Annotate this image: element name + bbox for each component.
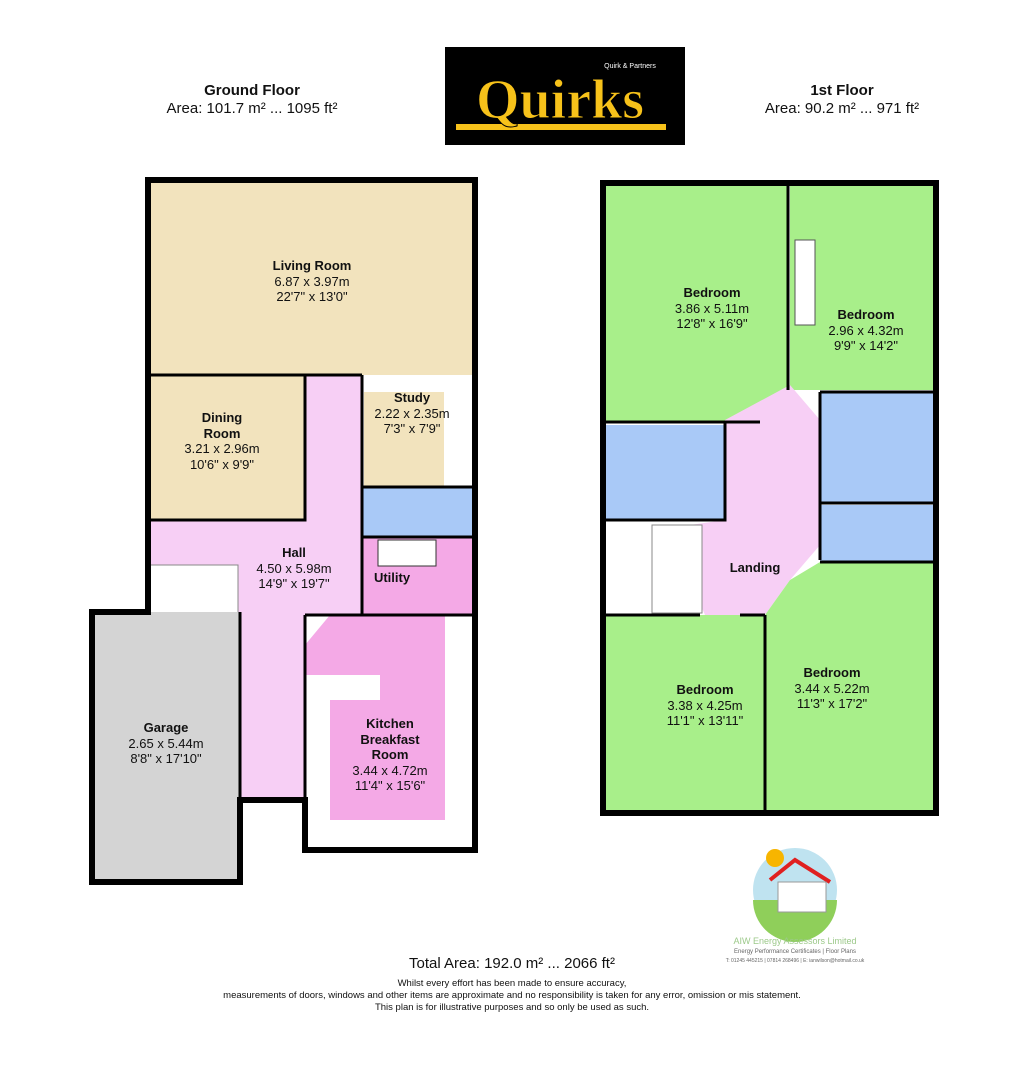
ground-floor-header: Ground Floor Area: 101.7 m² ... 1095 ft²	[167, 82, 338, 118]
quirks-logo: Quirks Quirk & Partners	[445, 47, 685, 145]
landing	[690, 385, 820, 615]
first-floor-area: Area: 90.2 m² ... 971 ft²	[764, 100, 920, 117]
en-suite	[820, 505, 933, 562]
aiw-logo	[753, 848, 837, 942]
disclaimer: Whilst every effort has been made to ens…	[223, 978, 801, 1013]
wc	[362, 487, 475, 537]
ground-floor-plan	[89, 177, 478, 885]
first-floor-plan	[600, 180, 939, 816]
dining-room	[148, 375, 305, 520]
assessor-name: AIW Energy Assessors Limited	[733, 936, 857, 946]
stairs-upper	[651, 524, 703, 614]
stairs	[149, 564, 239, 614]
bedroom-1	[605, 185, 788, 422]
first-floor-header: 1st Floor Area: 90.2 m² ... 971 ft²	[765, 82, 919, 118]
svg-text:Quirk & Partners: Quirk & Partners	[604, 63, 656, 70]
bedroom-3	[605, 615, 765, 810]
total-area: Total Area: 192.0 m² ... 2066 ft²	[409, 955, 615, 972]
living-room	[148, 180, 475, 375]
assessor-services: Energy Performance Certificates | Floor …	[734, 949, 856, 955]
garage	[92, 612, 240, 882]
room-label: Utility	[373, 570, 411, 585]
first-floor-title: 1st Floor	[810, 82, 874, 99]
ground-floor-area: Area: 101.7 m² ... 1095 ft²	[166, 100, 338, 117]
assessor-contact: T: 01245 445215 | 07814 268496 | E: ianw…	[725, 958, 865, 964]
ground-floor-title: Ground Floor	[204, 82, 300, 99]
bedroom-4	[765, 562, 933, 810]
svg-text:Quirks: Quirks	[476, 69, 644, 131]
shower-room	[605, 425, 725, 520]
bathroom	[820, 392, 933, 502]
room-label: Landing	[729, 560, 781, 575]
